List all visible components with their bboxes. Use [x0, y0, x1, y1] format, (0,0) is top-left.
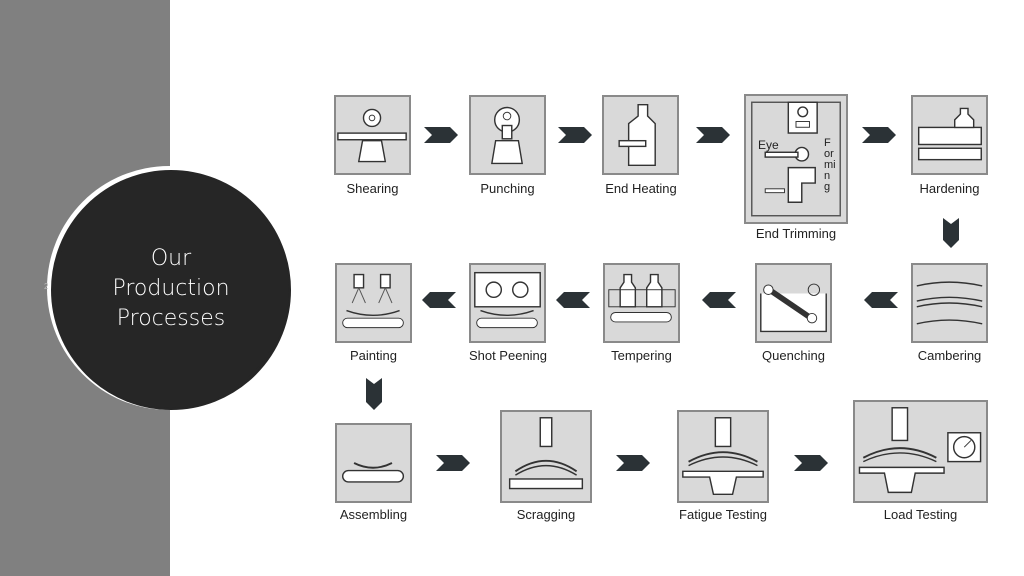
- arrow-right-7: [794, 455, 828, 471]
- slide-title-line-3: Processes: [116, 306, 226, 331]
- arrow-left-2: [702, 292, 736, 308]
- arrow-right-6: [616, 455, 650, 471]
- step-label-shot-peening: Shot Peening: [468, 348, 548, 363]
- end-heating-icon: [602, 95, 679, 175]
- shearing-icon: [334, 95, 411, 175]
- step-label-quenching: Quenching: [762, 348, 825, 363]
- shot-peening-icon: [469, 263, 546, 343]
- scragging-icon: [500, 410, 592, 503]
- hardening-icon: [911, 95, 988, 175]
- arrow-down-1: [943, 218, 959, 248]
- arrow-right-2: [558, 127, 592, 143]
- forming-inner-label: Forming: [824, 137, 836, 193]
- arrow-left-1: [864, 292, 898, 308]
- step-label-assembling: Assembling: [339, 507, 408, 522]
- step-label-painting: Painting: [350, 348, 397, 363]
- title-circle: [51, 170, 291, 410]
- arrow-right-5: [436, 455, 470, 471]
- step-label-cambering: Cambering: [917, 348, 982, 363]
- eye-forming-icon: Eye Forming: [744, 94, 848, 224]
- step-label-tempering: Tempering: [611, 348, 672, 363]
- load-testing-icon: [853, 400, 988, 503]
- step-label-scragging: Scragging: [516, 507, 576, 522]
- arrow-down-2: [366, 378, 382, 410]
- punching-icon: [469, 95, 546, 175]
- painting-icon: [335, 263, 412, 343]
- step-label-hardening: Hardening: [919, 181, 980, 196]
- fatigue-testing-icon: [677, 410, 769, 503]
- arrow-right-4: [862, 127, 896, 143]
- slide-title-line-1: Our: [150, 246, 192, 271]
- arrow-left-3: [556, 292, 590, 308]
- step-label-fatigue-testing: Fatigue Testing: [679, 507, 767, 522]
- step-label-punching: Punching: [480, 181, 535, 196]
- tempering-icon: [603, 263, 680, 343]
- slide-title: Our Production Processes: [51, 244, 291, 334]
- step-label-end-trimming: End Trimming: [755, 226, 837, 241]
- step-label-end-heating: End Heating: [605, 181, 677, 196]
- step-label-shearing: Shearing: [346, 181, 399, 196]
- arrow-left-4: [422, 292, 456, 308]
- arrow-right-3: [696, 127, 730, 143]
- eye-inner-label: Eye: [758, 138, 779, 152]
- cambering-icon: [911, 263, 988, 343]
- slide-number: 2: [44, 282, 49, 291]
- assembling-icon: [335, 423, 412, 503]
- arrow-right-1: [424, 127, 458, 143]
- slide-title-line-2: Production: [112, 276, 230, 301]
- step-label-load-testing: Load Testing: [883, 507, 958, 522]
- quenching-icon: [755, 263, 832, 343]
